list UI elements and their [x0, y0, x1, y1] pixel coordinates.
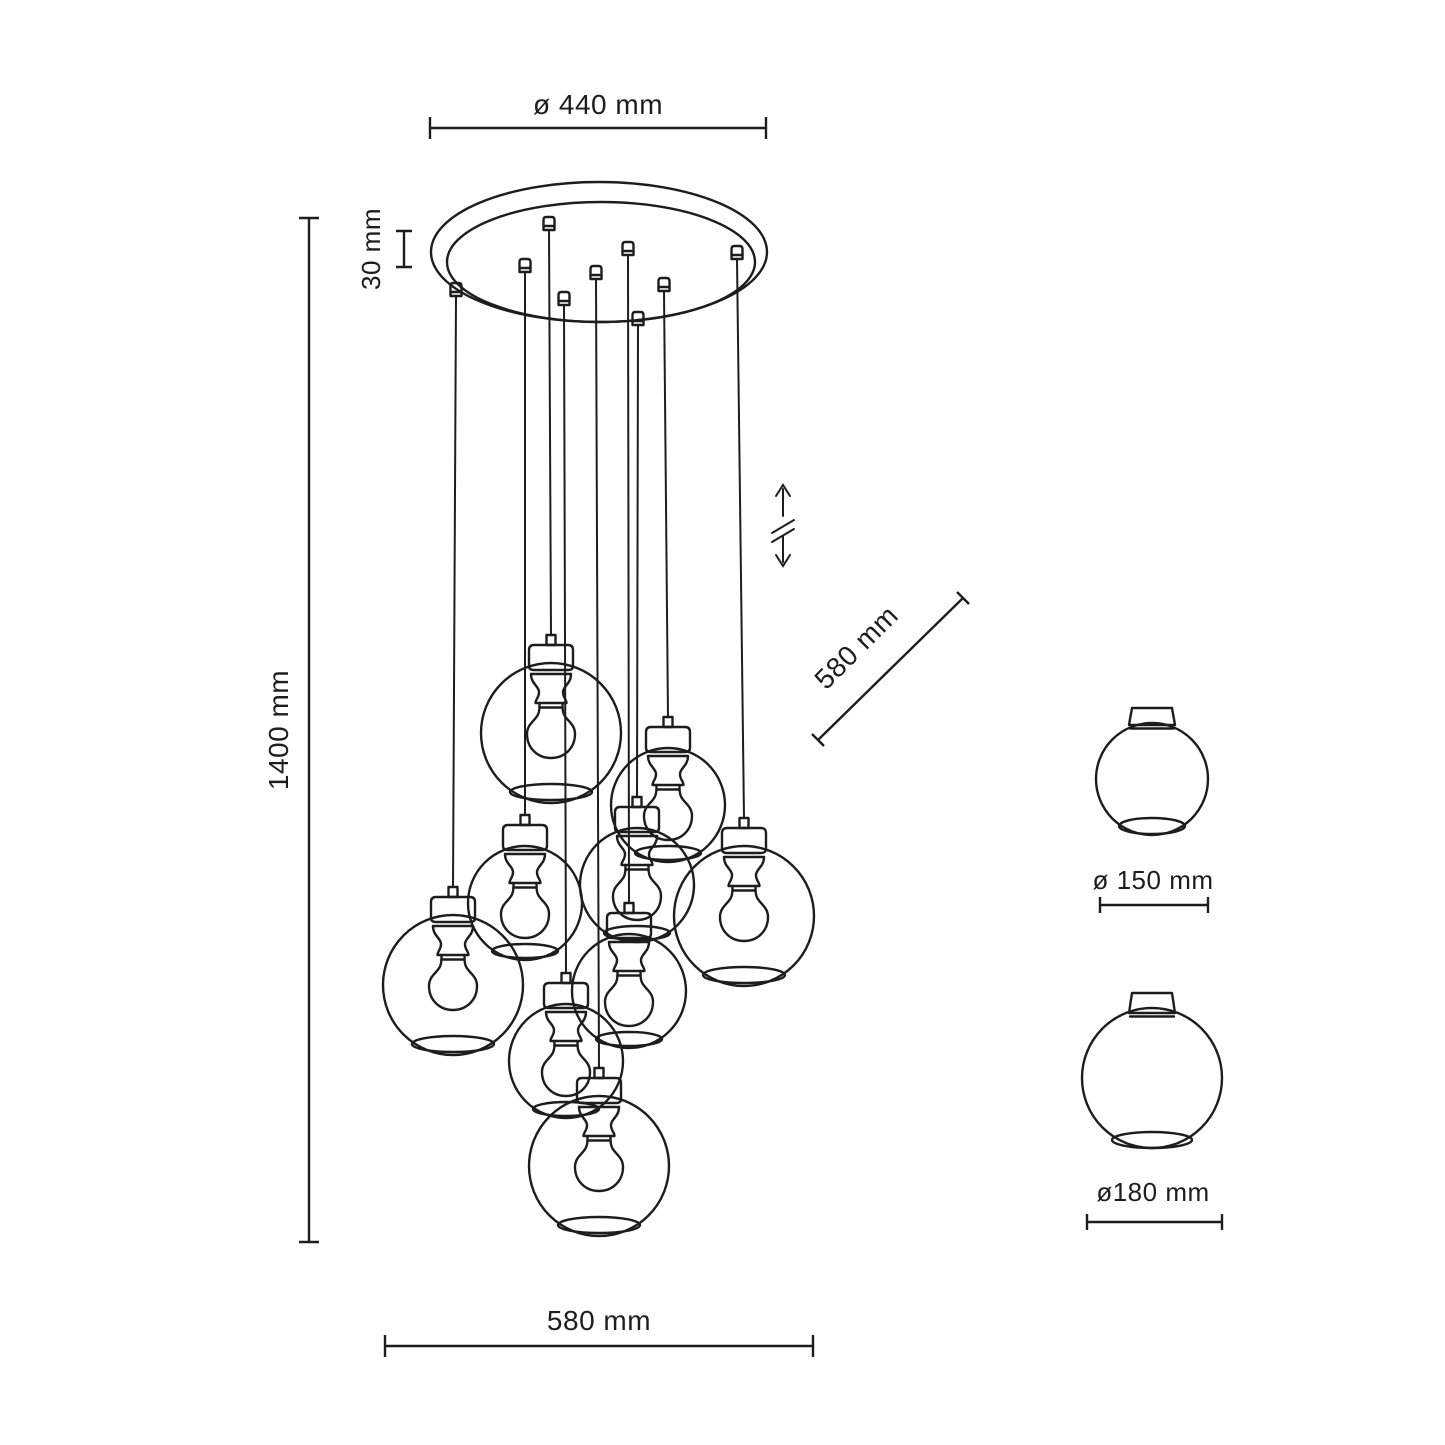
pendant-1 [479, 633, 623, 805]
canopy-plate [445, 200, 757, 324]
dim-shade-large: ø180 mm [1085, 1177, 1224, 1230]
dim-cord-length-label: 580 mm [808, 599, 904, 695]
pendant-7 [570, 901, 688, 1050]
pendant-5 [672, 816, 816, 988]
dim-shade-small: ø 150 mm [1092, 865, 1213, 913]
dim-canopy-diameter-label: ø 440 mm [533, 89, 663, 120]
dim-overall-height-label: 1400 mm [263, 670, 294, 790]
shade-small-cap [1127, 706, 1177, 727]
dim-cluster-spread: 580 mm [383, 1305, 815, 1357]
shade-large-globe [1080, 1006, 1224, 1150]
pendant-9 [527, 1066, 671, 1238]
dim-canopy-height-label: 30 mm [356, 208, 386, 290]
dim-canopy-height: 30 mm [356, 208, 412, 290]
dim-cord-length: 580 mm [808, 591, 970, 747]
dim-canopy-diameter: ø 440 mm [428, 89, 768, 139]
canopy [429, 180, 769, 324]
height-adjust-icon [771, 483, 795, 568]
dim-cluster-spread-label: 580 mm [547, 1305, 651, 1336]
shade-reference-large [1080, 991, 1224, 1150]
dim-overall-height: 1400 mm [263, 216, 319, 1244]
dim-shade-small-label: ø 150 mm [1092, 865, 1213, 895]
dim-shade-large-label: ø180 mm [1096, 1177, 1209, 1207]
shade-reference-small [1094, 706, 1210, 837]
shade-large-cap [1127, 991, 1177, 1015]
